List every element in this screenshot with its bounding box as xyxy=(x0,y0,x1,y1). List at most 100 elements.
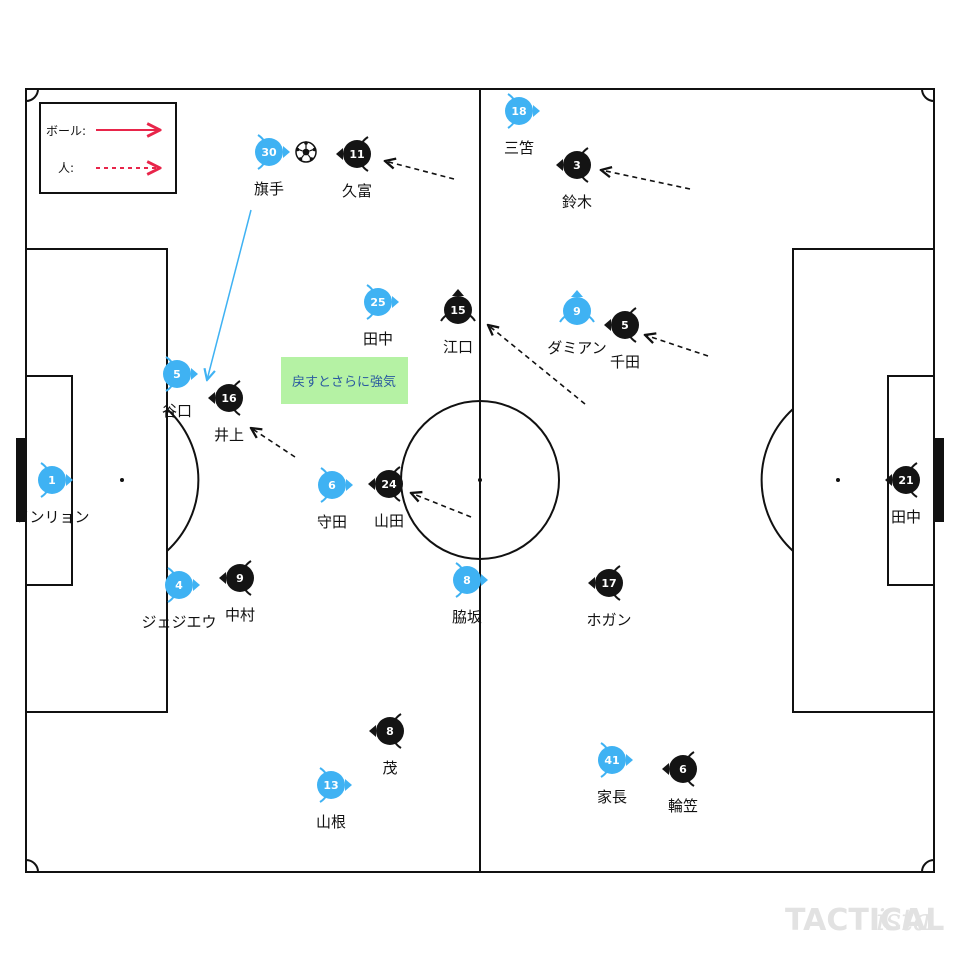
player-number: 18 xyxy=(511,105,526,118)
player-number: 30 xyxy=(261,146,277,159)
legend-box xyxy=(39,102,177,194)
player-name: ジェジエウ xyxy=(141,613,216,631)
player-facing-pointer xyxy=(219,572,226,584)
center-spot xyxy=(478,478,482,482)
player-facing-pointer xyxy=(369,725,376,737)
player-disc xyxy=(444,296,472,324)
right-penalty-arc xyxy=(760,408,794,552)
player-facing-pointer xyxy=(452,289,464,296)
run-arrow-kutomi xyxy=(385,161,455,180)
player-facing-pointer xyxy=(346,479,353,491)
player-marker-blue-5: 5 谷口 xyxy=(162,356,198,420)
player-disc xyxy=(165,571,193,599)
player-disc xyxy=(376,717,404,745)
player-disc xyxy=(226,564,254,592)
pass-arrow xyxy=(207,209,252,380)
left-penalty-spot xyxy=(120,478,124,482)
player-name: 山田 xyxy=(374,512,404,530)
player-disc xyxy=(563,297,591,325)
player-disc xyxy=(595,569,623,597)
player-name: ソンリョン xyxy=(14,508,89,526)
player-number: 25 xyxy=(370,296,385,309)
run-arrow-yamada xyxy=(411,493,472,518)
player-name: ダミアン xyxy=(547,339,606,357)
player-disc xyxy=(611,311,639,339)
right-penalty-spot xyxy=(836,478,840,482)
player-marker-blue-18: 18 三笘 xyxy=(504,93,540,157)
note: 戻すとさらに強気 xyxy=(281,357,408,404)
player-facing-pointer xyxy=(885,474,892,486)
player-facing-pointer xyxy=(208,392,215,404)
player-number: 24 xyxy=(381,478,397,491)
player-facing-pointer xyxy=(662,763,669,775)
tactical-ista-logo: TACTICAL ista xyxy=(785,903,944,938)
player-marker-blue-6: 6守田 xyxy=(317,467,353,531)
player-marker-black-16: 16 井上 xyxy=(208,380,244,444)
player-disc xyxy=(318,471,346,499)
run-arrow-inoue xyxy=(251,428,296,458)
player-marker-black-5: 5千田 xyxy=(604,307,640,371)
player-name: 三笘 xyxy=(504,139,534,157)
player-facing-pointer xyxy=(604,319,611,331)
player-name: 守田 xyxy=(317,513,347,531)
left-goal xyxy=(16,438,26,522)
player-name: 井上 xyxy=(214,426,244,444)
player-name: 輪笠 xyxy=(668,797,698,815)
player-name: ホガン xyxy=(586,611,631,629)
player-marker-black-17: 17 ホガン xyxy=(586,565,632,629)
player-number: 9 xyxy=(236,572,244,585)
player-facing-pointer xyxy=(345,779,352,791)
player-number: 11 xyxy=(349,148,364,161)
player-marker-black-24: 24 山田 xyxy=(368,466,404,530)
logo-suffix: ista xyxy=(876,903,931,938)
player-number: 4 xyxy=(175,579,183,592)
run-arrow-eguchi xyxy=(488,325,586,405)
player-facing-pointer xyxy=(571,290,583,297)
player-disc xyxy=(38,466,66,494)
player-number: 5 xyxy=(173,368,181,381)
player-number: 3 xyxy=(573,159,581,172)
player-disc xyxy=(163,360,191,388)
player-name: 脇坂 xyxy=(452,608,482,626)
player-name: 家長 xyxy=(597,788,627,806)
player-marker-black-15: 15 江口 xyxy=(440,289,476,356)
player-number: 13 xyxy=(323,779,338,792)
player-name: 江口 xyxy=(443,338,473,356)
player-disc xyxy=(563,151,591,179)
player-disc xyxy=(669,755,697,783)
corner-arc-bl xyxy=(25,859,39,873)
player-name: 旗手 xyxy=(254,180,284,198)
player-number: 8 xyxy=(386,725,394,738)
player-number: 16 xyxy=(221,392,237,405)
legend: ボール: 人: xyxy=(39,102,177,194)
soccer-ball-icon xyxy=(295,141,317,163)
player-marker-black-9: 9中村 xyxy=(219,560,255,624)
player-marker-blue-25: 25 田中 xyxy=(363,284,399,348)
corner-arc-tr xyxy=(921,88,935,102)
player-name: 谷口 xyxy=(162,402,192,420)
corner-arc-tl xyxy=(25,88,39,102)
player-marker-blue-8: 8脇坂 xyxy=(452,562,488,626)
player-disc xyxy=(255,138,283,166)
player-facing-pointer xyxy=(283,146,290,158)
player-number: 15 xyxy=(450,304,465,317)
player-number: 21 xyxy=(898,474,913,487)
run-arrow-suzuki xyxy=(601,170,691,190)
player-disc xyxy=(317,771,345,799)
note-box xyxy=(281,357,408,404)
legend-person-label: 人: xyxy=(58,161,74,175)
player-marker-blue-30: 30 旗手 xyxy=(254,134,290,198)
player-number: 1 xyxy=(48,474,56,487)
players-layer: 1ソンリョン5谷口4ジェジエウ30旗手25田中6守田13山根18三笘9ダミアン8… xyxy=(14,93,921,831)
player-disc xyxy=(215,384,243,412)
player-number: 17 xyxy=(601,577,616,590)
player-marker-blue-4: 4 ジェジエウ xyxy=(141,567,217,631)
movement-arrows xyxy=(251,161,709,518)
player-facing-pointer xyxy=(626,754,633,766)
player-name: 田中 xyxy=(363,330,393,348)
player-name: 茂 xyxy=(382,759,397,777)
player-disc xyxy=(453,566,481,594)
